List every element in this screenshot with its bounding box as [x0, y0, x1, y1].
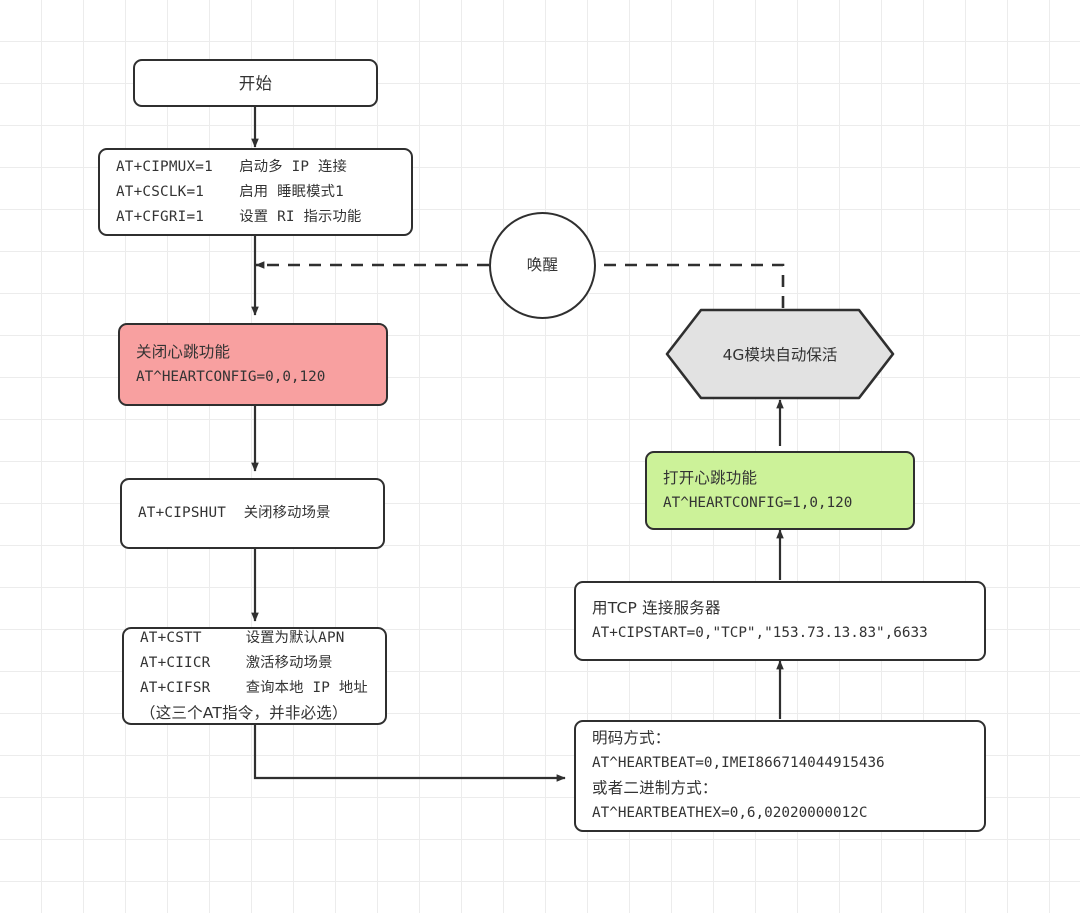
- node-apn-commands-line-2: AT+CIICR 激活移动场景: [140, 655, 333, 671]
- node-wake-label: 唤醒: [526, 256, 559, 274]
- edge-keep-alive-to-wake: [596, 263, 785, 308]
- node-close-heartbeat-command: AT^HEARTCONFIG=0,0,120: [136, 368, 326, 385]
- node-cipshut[interactable]: AT+CIPSHUT 关闭移动场景: [120, 478, 385, 549]
- node-wake[interactable]: 唤醒: [489, 212, 596, 319]
- node-heartbeat-payload-line-4: AT^HEARTBEATHEX=0,6,02020000012C: [592, 805, 868, 821]
- hexagon-shape: [665, 308, 895, 400]
- node-init-commands-line-3: AT+CFGRI=1 设置 RI 指示功能: [116, 208, 362, 225]
- node-heartbeat-payload[interactable]: 明码方式： AT^HEARTBEAT=0,IMEI866714044915436…: [574, 720, 986, 832]
- node-init-commands[interactable]: AT+CIPMUX=1 启动多 IP 连接 AT+CSCLK=1 启用 睡眠模式…: [98, 148, 413, 236]
- node-open-heartbeat-command: AT^HEARTCONFIG=1,0,120: [663, 494, 853, 511]
- node-tcp-connect[interactable]: 用TCP 连接服务器 AT+CIPSTART=0,"TCP","153.73.1…: [574, 581, 986, 661]
- node-heartbeat-payload-line-3: 或者二进制方式：: [592, 779, 718, 797]
- node-apn-commands-line-1: AT+CSTT 设置为默认APN: [140, 630, 345, 646]
- node-keep-alive-label: 4G模块自动保活: [722, 346, 838, 364]
- node-heartbeat-payload-line-1: 明码方式：: [592, 729, 671, 747]
- node-apn-commands-line-3: AT+CIFSR 查询本地 IP 地址: [140, 680, 368, 696]
- node-open-heartbeat[interactable]: 打开心跳功能 AT^HEARTCONFIG=1,0,120: [645, 451, 915, 530]
- edge-apn-to-heartbeat-payload: [253, 725, 566, 782]
- node-close-heartbeat[interactable]: 关闭心跳功能 AT^HEARTCONFIG=0,0,120: [118, 323, 388, 406]
- node-close-heartbeat-title: 关闭心跳功能: [136, 342, 231, 361]
- node-tcp-connect-command: AT+CIPSTART=0,"TCP","153.73.13.83",6633: [592, 625, 928, 641]
- node-apn-commands-line-4: （这三个AT指令，并非必选）: [140, 704, 348, 722]
- node-tcp-connect-title: 用TCP 连接服务器: [592, 599, 721, 617]
- node-cipshut-label: AT+CIPSHUT 关闭移动场景: [138, 505, 331, 521]
- node-start[interactable]: 开始: [133, 59, 378, 107]
- node-apn-commands[interactable]: AT+CSTT 设置为默认APN AT+CIICR 激活移动场景 AT+CIFS…: [122, 627, 387, 725]
- node-keep-alive[interactable]: 4G模块自动保活: [665, 308, 895, 400]
- node-open-heartbeat-title: 打开心跳功能: [663, 468, 758, 487]
- node-heartbeat-payload-line-2: AT^HEARTBEAT=0,IMEI866714044915436: [592, 755, 885, 771]
- node-init-commands-line-1: AT+CIPMUX=1 启动多 IP 连接: [116, 158, 348, 175]
- node-init-commands-line-2: AT+CSCLK=1 启用 睡眠模式1: [116, 183, 344, 200]
- node-start-label: 开始: [238, 73, 273, 93]
